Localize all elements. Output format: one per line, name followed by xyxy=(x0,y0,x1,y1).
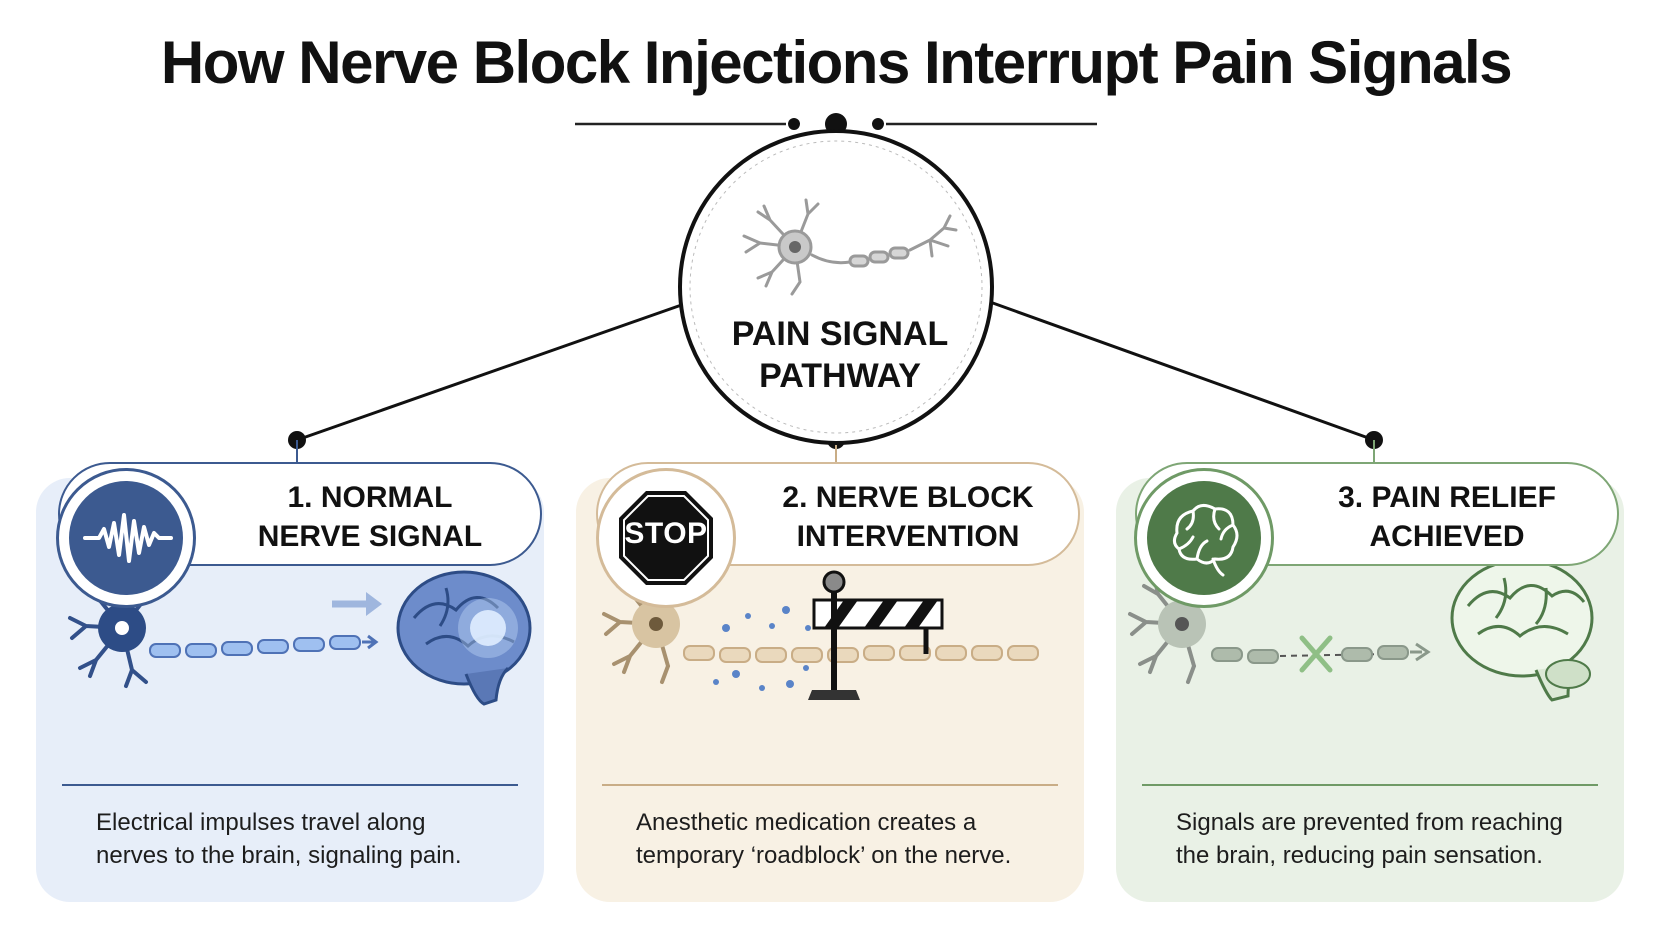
center-label: PAIN SIGNAL PATHWAY xyxy=(690,313,990,397)
title-divider xyxy=(575,113,1097,135)
stop-sign-text: STOP xyxy=(624,517,708,550)
page-title: How Nerve Block Injections Interrupt Pai… xyxy=(160,29,1513,96)
description-line: temporary ‘roadblock’ on the nerve. xyxy=(636,842,1012,869)
description-line: nerves to the brain, signaling pain. xyxy=(96,842,462,869)
step-badge-normal-signal xyxy=(56,468,196,608)
step-title-line: NERVE SIGNAL xyxy=(257,520,483,553)
step-description: Anesthetic medication creates a temporar… xyxy=(636,806,1054,872)
step-badge-pain-relief xyxy=(1134,468,1274,608)
card-divider xyxy=(602,784,1058,786)
card-divider xyxy=(62,784,518,786)
description-line: Anesthetic medication creates a xyxy=(636,809,977,836)
center-label-line1: PAIN SIGNAL xyxy=(731,315,949,353)
step-description: Electrical impulses travel along nerves … xyxy=(96,806,514,872)
center-circle xyxy=(678,129,994,445)
neuron-icon xyxy=(742,198,958,296)
step-title-line: ACHIEVED xyxy=(1369,520,1525,553)
step-title: 2. NERVE BLOCK INTERVENTION xyxy=(748,478,1068,556)
brain-icon xyxy=(1147,481,1261,595)
step-title-line: 2. NERVE BLOCK xyxy=(782,481,1034,514)
step-badge-nerve-block: STOP xyxy=(596,468,736,608)
step-description: Signals are prevented from reaching the … xyxy=(1176,806,1594,872)
step-title: 1. NORMAL NERVE SIGNAL xyxy=(210,478,530,556)
step-title: 3. PAIN RELIEF ACHIEVED xyxy=(1287,478,1607,556)
pulse-wave-icon xyxy=(69,481,183,595)
step-title-line: 1. NORMAL xyxy=(287,481,453,514)
card-divider xyxy=(1142,784,1598,786)
normal-signal-illustration xyxy=(68,570,532,706)
step-title-line: 3. PAIN RELIEF xyxy=(1338,481,1556,514)
step-title-line: INTERVENTION xyxy=(796,520,1020,553)
center-label-line2: PATHWAY xyxy=(759,357,921,395)
description-line: Signals are prevented from reaching xyxy=(1176,809,1563,836)
description-line: Electrical impulses travel along xyxy=(96,809,426,836)
step-header-normal-signal: 1. NORMAL NERVE SIGNAL xyxy=(58,462,542,566)
stop-sign-icon xyxy=(619,491,713,585)
description-line: the brain, reducing pain sensation. xyxy=(1176,842,1543,869)
